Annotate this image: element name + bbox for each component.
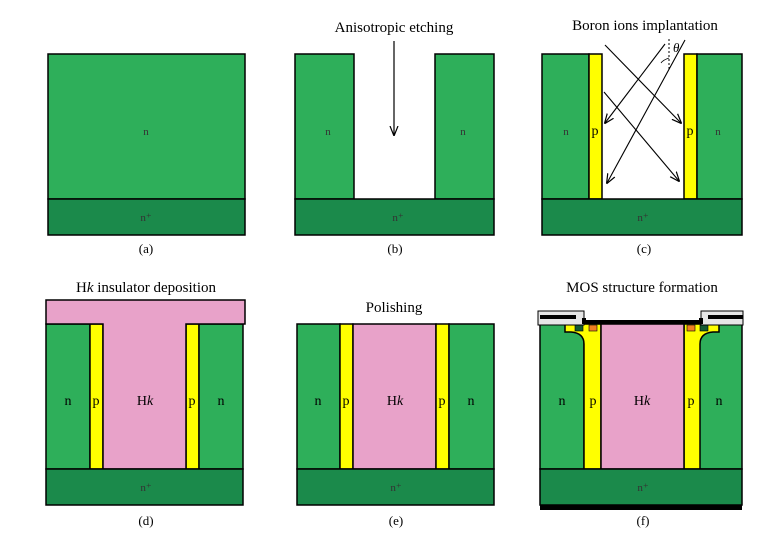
- n-pillar-left: [296, 323, 341, 470]
- theta-label: θ: [673, 40, 680, 55]
- n-plus-label: n⁺: [140, 212, 152, 224]
- panel-title: Anisotropic etching: [335, 20, 454, 36]
- n-pillar-left: [541, 53, 590, 200]
- n-region: [47, 53, 246, 200]
- n-label-right: n: [218, 394, 225, 409]
- panel-d: Hk insulator deposition n p Hk p n n⁺ (d…: [45, 280, 246, 528]
- p-plus-contact-left: [588, 324, 598, 332]
- n-label: n: [143, 126, 149, 138]
- angle-arc: [660, 57, 670, 64]
- hk-label: Hk: [387, 394, 404, 409]
- panel-title: Polishing: [366, 300, 423, 316]
- n-pillar-right: [696, 53, 743, 200]
- drain-metal: [540, 505, 742, 510]
- p-plus-contact-right: [686, 324, 696, 332]
- panel-f: MOS structure formation n p Hk p n n⁺ (f…: [537, 280, 744, 528]
- source-metal: [584, 320, 701, 324]
- caption-f: (f): [637, 513, 650, 528]
- n-label-left: n: [315, 394, 322, 409]
- source-metal-riser-left: [582, 318, 586, 324]
- n-plus-source-right: [699, 324, 709, 332]
- n-label-left: n: [65, 394, 72, 409]
- caption-b: (b): [387, 241, 402, 256]
- n-plus-substrate: [45, 468, 244, 506]
- n-label-right: n: [715, 126, 721, 138]
- hk-label: Hk: [634, 394, 651, 409]
- n-label-left: n: [563, 126, 569, 138]
- implant-arrow: [605, 43, 666, 123]
- n-plus-label: n⁺: [637, 212, 649, 224]
- implant-arrow: [603, 91, 679, 181]
- p-label-right: p: [439, 394, 446, 409]
- n-label-right: n: [460, 126, 466, 138]
- implant-arrow: [607, 39, 686, 183]
- n-plus-label: n⁺: [392, 212, 404, 224]
- p-label-right: p: [189, 394, 196, 409]
- n-label-right: n: [468, 394, 475, 409]
- n-plus-substrate: [296, 468, 495, 506]
- n-plus-label: n⁺: [390, 482, 402, 494]
- p-label-left: p: [93, 394, 100, 409]
- caption-c: (c): [637, 241, 651, 256]
- p-body-right: [683, 323, 720, 470]
- n-plus-substrate: [294, 198, 495, 236]
- panel-c: Boron ions implantation θ n p p n n⁺ (c): [541, 18, 743, 256]
- n-plus-substrate: [541, 198, 743, 236]
- source-metal-riser-right: [699, 318, 703, 324]
- p-label-left: p: [592, 124, 599, 139]
- n-pillar-right: [696, 323, 743, 470]
- n-pillar-right: [434, 53, 495, 200]
- n-pillar-left: [539, 323, 585, 470]
- hk-label: Hk: [137, 394, 154, 409]
- p-label-right: p: [687, 124, 694, 139]
- panel-title: MOS structure formation: [566, 280, 718, 296]
- p-label-right: p: [688, 394, 695, 409]
- panel-b: Anisotropic etching n n n⁺ (b): [294, 20, 495, 256]
- p-label-left: p: [590, 394, 597, 409]
- gate-electrode-left: [540, 315, 576, 319]
- gate-electrode-right: [708, 315, 743, 319]
- panel-e: Polishing n p Hk p n n⁺ (e): [296, 300, 495, 528]
- panel-a: n n⁺ (a): [47, 53, 246, 256]
- n-plus-substrate: [539, 468, 743, 506]
- implant-arrow: [604, 44, 681, 123]
- n-label-left: n: [559, 394, 566, 409]
- caption-d: (d): [138, 513, 153, 528]
- n-label-left: n: [325, 126, 331, 138]
- n-pillar-right: [448, 323, 495, 470]
- caption-e: (e): [389, 513, 403, 528]
- caption-a: (a): [139, 241, 153, 256]
- panel-title: Hk insulator deposition: [76, 280, 217, 296]
- n-plus-label: n⁺: [140, 482, 152, 494]
- n-plus-substrate: [47, 198, 246, 236]
- panel-title: Boron ions implantation: [572, 18, 718, 34]
- n-label-right: n: [716, 394, 723, 409]
- n-plus-source-left: [574, 324, 584, 332]
- n-plus-label: n⁺: [637, 482, 649, 494]
- p-label-left: p: [343, 394, 350, 409]
